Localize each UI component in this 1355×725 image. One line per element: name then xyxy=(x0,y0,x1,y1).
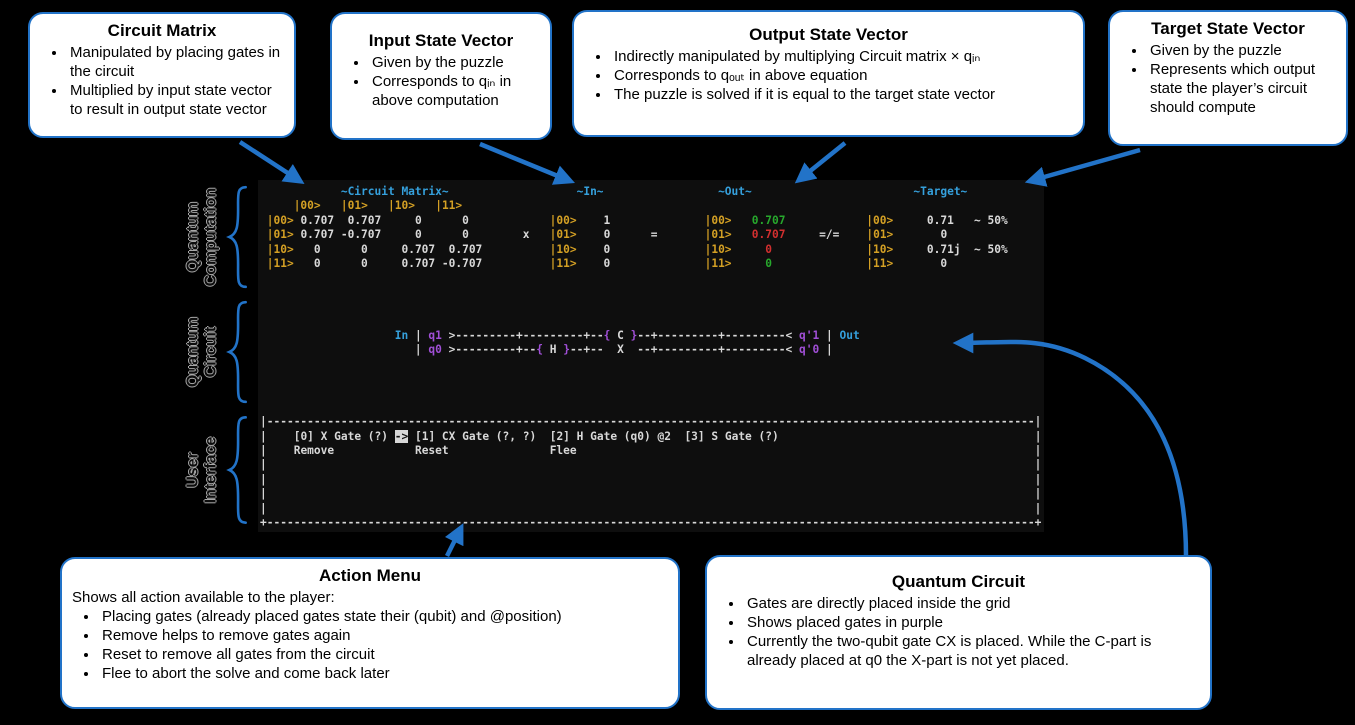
bullet-item: Multiplied by input state vector to resu… xyxy=(67,81,284,119)
terminal-line: ~Circuit Matrix~ ~In~ ~Out~ ~Target~ xyxy=(340,185,968,198)
section-label-line: User xyxy=(184,452,202,488)
callout-output-state-vector: Output State Vector Indirectly manipulat… xyxy=(572,10,1085,137)
arrow-action-menu xyxy=(444,523,464,558)
terminal-line: | | xyxy=(260,458,1042,472)
callout-circuit-matrix: Circuit Matrix Manipulated by placing ga… xyxy=(28,12,296,138)
terminal-line xyxy=(260,300,1042,314)
terminal-line: | | xyxy=(260,501,1042,515)
terminal-line xyxy=(260,401,1042,415)
arrow-input-vector xyxy=(479,141,575,185)
callout-title: Target State Vector xyxy=(1151,19,1305,38)
terminal-line xyxy=(260,286,1042,300)
callout-bullets: Manipulated by placing gates in the circ… xyxy=(40,43,284,119)
arrow-output-vector xyxy=(794,141,847,184)
callout-title: Action Menu xyxy=(319,566,421,585)
bullet-item: Corresponds to qₒᵤₜ in above equation xyxy=(611,66,1073,85)
section-label-user-interface: User Interface xyxy=(181,418,225,523)
section-label-quantum-computation: Quantum Computation xyxy=(181,185,225,290)
section-brace-computation xyxy=(224,184,250,290)
terminal-line: | | xyxy=(260,487,1042,501)
callout-title: Quantum Circuit xyxy=(891,572,1026,591)
section-label-quantum-circuit: Quantum Circuit xyxy=(181,300,225,405)
callout-title: Input State Vector xyxy=(368,31,514,50)
arrow-circuit-matrix xyxy=(238,140,305,184)
bullet-item: Placing gates (already placed gates stat… xyxy=(99,607,668,626)
terminal-line: | [0] X Gate (?) -> [1] CX Gate (?, ?) [… xyxy=(260,429,1042,443)
terminal-line xyxy=(260,372,1042,386)
terminal-line: +---------------------------------------… xyxy=(260,515,1042,529)
callout-title: Output State Vector xyxy=(749,25,908,44)
callout-target-state-vector: Target State Vector Given by the puzzleR… xyxy=(1108,10,1348,146)
callout-bullets: Given by the puzzleCorresponds to qᵢₙ in… xyxy=(342,53,540,110)
bullet-item: Manipulated by placing gates in the circ… xyxy=(67,43,284,81)
section-brace-circuit xyxy=(224,299,250,405)
terminal-line: |01> 0.707 -0.707 0 0 x |01> 0 = |01> 0.… xyxy=(266,228,948,242)
terminal-line: |---------------------------------------… xyxy=(260,415,1042,429)
terminal-line: |00> |01> |10> |11> xyxy=(293,199,463,213)
terminal-line: |11> 0 0 0.707 -0.707 |11> 0 |11> 0 |11>… xyxy=(266,256,948,270)
callout-action-menu: Action Menu Shows all action available t… xyxy=(60,557,680,709)
terminal-line xyxy=(260,271,1042,285)
section-label-line: Quantum xyxy=(184,201,202,273)
terminal-line: | | xyxy=(260,472,1042,486)
bullet-item: Flee to abort the solve and come back la… xyxy=(99,664,668,683)
game-terminal: ~Circuit Matrix~ ~In~ ~Out~ ~Target~ |00… xyxy=(258,180,1044,532)
section-brace-interface xyxy=(224,414,250,526)
callout-bullets: Gates are directly placed inside the gri… xyxy=(717,594,1200,670)
bullet-item: Given by the puzzle xyxy=(369,53,540,72)
callout-quantum-circuit: Quantum Circuit Gates are directly place… xyxy=(705,555,1212,710)
arrow-target-vector xyxy=(1024,147,1141,187)
terminal-line: | q0 >---------+--{ H }--+-- X --+------… xyxy=(394,343,833,357)
callout-bullets: Placing gates (already placed gates stat… xyxy=(72,607,668,683)
bullet-item: Gates are directly placed inside the gri… xyxy=(744,594,1200,613)
callout-title: Circuit Matrix xyxy=(107,21,217,40)
callout-intro: Shows all action available to the player… xyxy=(72,589,335,606)
section-label-line: Interface xyxy=(202,436,220,504)
bullet-item: Currently the two-qubit gate CX is place… xyxy=(744,632,1200,670)
bullet-item: Given by the puzzle xyxy=(1147,41,1336,60)
terminal-line xyxy=(260,386,1042,400)
bullet-item: Represents which output state the player… xyxy=(1147,60,1336,117)
bullet-item: Remove helps to remove gates again xyxy=(99,626,668,645)
callout-bullets: Given by the puzzleRepresents which outp… xyxy=(1120,41,1336,117)
callout-bullets: Indirectly manipulated by multiplying Ci… xyxy=(584,47,1073,104)
section-label-line: Computation xyxy=(202,187,220,287)
terminal-line: |10> 0 0 0.707 0.707 |10> 0 |10> 0 |10> … xyxy=(266,242,1008,256)
bullet-item: Reset to remove all gates from the circu… xyxy=(99,645,668,664)
terminal-line xyxy=(260,358,1042,372)
bullet-item: Shows placed gates in purple xyxy=(744,613,1200,632)
terminal-line xyxy=(260,315,1042,329)
section-label-line: Circuit xyxy=(202,326,220,378)
terminal-line: |00> 0.707 0.707 0 0 |00> 1 |00> 0.707 |… xyxy=(266,213,1008,227)
bullet-item: Corresponds to qᵢₙ in above computation xyxy=(369,72,540,110)
terminal-line: In | q1 >---------+---------+--{ C }--+-… xyxy=(394,328,860,342)
terminal-line: | Remove Reset Flee | xyxy=(260,444,1042,458)
bullet-item: The puzzle is solved if it is equal to t… xyxy=(611,85,1073,104)
section-label-line: Quantum xyxy=(184,316,202,388)
callout-input-state-vector: Input State Vector Given by the puzzleCo… xyxy=(330,12,552,140)
bullet-item: Indirectly manipulated by multiplying Ci… xyxy=(611,47,1073,66)
